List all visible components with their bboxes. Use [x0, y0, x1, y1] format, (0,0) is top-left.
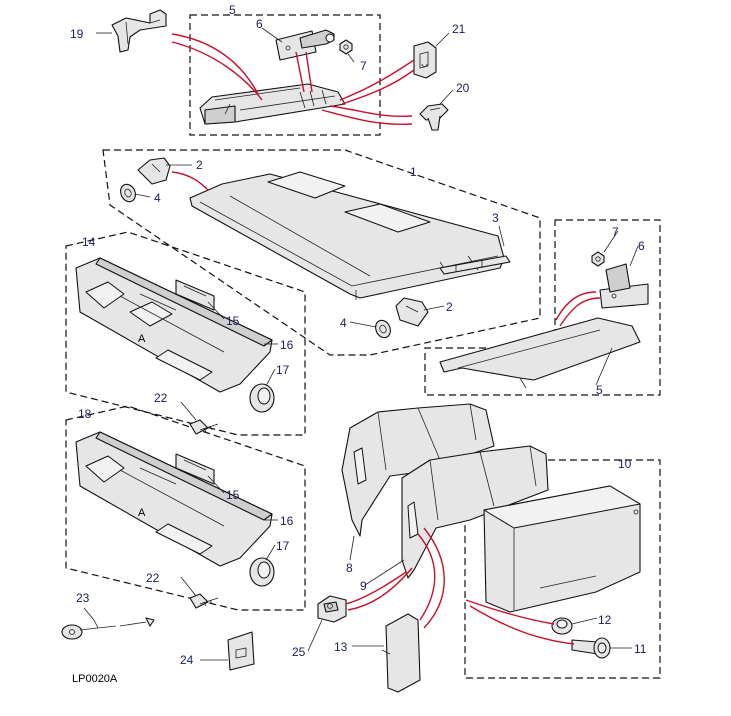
- callout-7-right: 7: [612, 225, 619, 239]
- callout-18: 18: [78, 407, 92, 421]
- part-19-bracket: [111, 9, 167, 53]
- callout-11: 11: [634, 642, 647, 656]
- callout-14: 14: [82, 235, 96, 249]
- group-outline-18: [65, 405, 306, 611]
- callout-6-right: 6: [638, 239, 645, 253]
- group-outline-5-right: [424, 219, 661, 396]
- callout-2-left: 2: [196, 158, 203, 172]
- part-17-grommet-upper: [249, 383, 275, 413]
- callout-22-lower: 22: [146, 571, 160, 585]
- callout-17-lower: 17: [276, 539, 290, 553]
- callout-4-right: 4: [340, 316, 347, 330]
- part-3-trim-strip: [439, 255, 511, 275]
- callout-23: 23: [76, 591, 90, 605]
- callout-12: 12: [598, 613, 612, 627]
- callout-numbers: 19 5 6 7 21 20 2 4 1 3 2 4 14 15 16 17 2…: [70, 3, 647, 685]
- callout-16-upper: 16: [280, 338, 294, 352]
- part-5-panel-right: [439, 317, 641, 389]
- part-20-push-rivet: [419, 103, 449, 131]
- callout-4-left: 4: [154, 191, 161, 205]
- part-5-panel-top: [199, 83, 346, 125]
- callout-1: 1: [410, 165, 417, 179]
- callout-15-upper: 15: [226, 314, 240, 328]
- callout-5-top: 5: [229, 3, 236, 17]
- group-outline-1: [102, 149, 541, 356]
- part-18-trim-panel: A: [75, 431, 273, 567]
- assembly-lines: [171, 33, 601, 645]
- part-13-access-cover: [381, 613, 421, 693]
- callout-24: 24: [180, 653, 194, 667]
- callout-16-lower: 16: [280, 514, 294, 528]
- svg-text:A: A: [138, 507, 146, 519]
- callout-10: 10: [618, 457, 632, 471]
- callout-15-lower: 15: [226, 488, 240, 502]
- part-10-storage-box: [483, 485, 641, 613]
- part-7-nut-right: [591, 251, 605, 267]
- part-4-washer-left: [120, 183, 136, 203]
- callout-25: 25: [292, 645, 306, 659]
- part-15-bracket-upper: [175, 279, 215, 311]
- callout-8: 8: [346, 561, 353, 575]
- part-22-screw-lower: [189, 593, 219, 609]
- callout-21: 21: [452, 22, 466, 36]
- part-11-knob: [571, 637, 611, 659]
- callout-2-right: 2: [446, 300, 453, 314]
- group-outline-5-top: [189, 14, 381, 136]
- leader-lines: [83, 27, 639, 661]
- part-14-trim-panel: A: [75, 257, 273, 393]
- callout-9: 9: [360, 579, 367, 593]
- part-12-cap: [551, 617, 573, 635]
- callout-22-upper: 22: [154, 391, 168, 405]
- part-1-parcel-shelf: [189, 171, 505, 300]
- part-6-hinge-top: [275, 29, 335, 61]
- diagram-reference-code: LP0020A: [72, 673, 118, 685]
- part-17-grommet-lower: [249, 557, 275, 587]
- part-24-plate: [227, 631, 255, 671]
- part-15-bracket-lower: [175, 453, 215, 485]
- part-25-latch: [317, 595, 347, 623]
- part-2-hinge-left: [137, 157, 171, 185]
- part-21-clip: [413, 41, 437, 79]
- part-2-hinge-right: [395, 297, 429, 327]
- part-7-nut-top: [339, 39, 353, 55]
- callout-19: 19: [70, 27, 84, 41]
- callout-7-top: 7: [360, 59, 367, 73]
- part-6-hinge-right: [599, 263, 649, 309]
- callout-13: 13: [334, 640, 348, 654]
- part-23-cable: [61, 617, 155, 640]
- callout-17-upper: 17: [276, 363, 290, 377]
- callout-5-right: 5: [596, 383, 603, 397]
- callout-20: 20: [456, 81, 470, 95]
- callout-3: 3: [492, 211, 499, 225]
- part-4-washer-right: [375, 319, 391, 339]
- callout-6-top: 6: [256, 17, 263, 31]
- svg-text:A: A: [138, 333, 146, 345]
- part-22-screw-upper: [189, 419, 219, 435]
